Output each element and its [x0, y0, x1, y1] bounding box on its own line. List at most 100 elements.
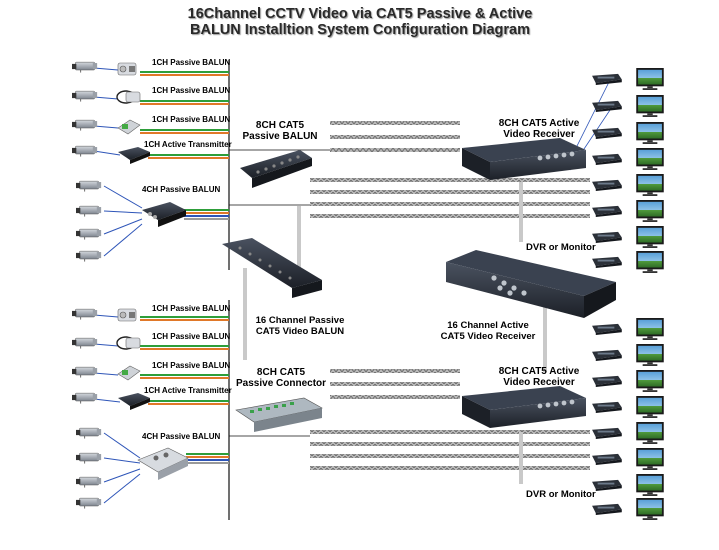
- label-connector-8ch-line1: 8CH CAT5: [256, 367, 306, 378]
- dvr-icon: [592, 323, 622, 335]
- connector-8ch-icon: [235, 397, 323, 432]
- camera-icon: [76, 476, 102, 488]
- monitor-icon: [636, 318, 664, 340]
- label-top-transmitter: 1CH Active Transmitter: [144, 140, 232, 149]
- passive-balun-8ch: [240, 150, 312, 188]
- monitors-bottom: [592, 318, 664, 520]
- dvr-icon: [592, 179, 622, 191]
- camera-icon: [72, 366, 98, 378]
- monitor-icon: [636, 174, 664, 196]
- balun-4ch-icon: [142, 202, 186, 227]
- dvr-icon: [592, 479, 622, 491]
- balun-icon: [117, 62, 137, 76]
- dvr-icon: [592, 427, 622, 439]
- camera-icon: [76, 228, 102, 240]
- dvr-icon: [592, 453, 622, 465]
- transmitter-icon: [118, 147, 150, 164]
- label-top-balun-1: 1CH Passive BALUN: [152, 58, 231, 67]
- label-bottom-dvr: DVR or Monitor: [526, 489, 596, 500]
- label-top-balun-3: 1CH Passive BALUN: [152, 115, 231, 124]
- diagram-title: 16Channel CCTV Video via CAT5 Passive & …: [160, 6, 560, 38]
- label-bottom-balun-1: 1CH Passive BALUN: [152, 304, 231, 313]
- camera-icon: [76, 180, 102, 192]
- transmitter-icon: [118, 393, 150, 410]
- dvr-icon: [592, 231, 622, 243]
- balun-icon: [117, 119, 141, 135]
- dvr-icon: [592, 375, 622, 387]
- label-top-receiver-line2: Video Receiver: [503, 129, 575, 140]
- dvr-icon: [592, 503, 622, 515]
- label-top-balun-2: 1CH Passive BALUN: [152, 86, 231, 95]
- label-bottom-receiver-line1: 8CH CAT5 Active: [498, 366, 580, 377]
- label-bottom-balun-3: 1CH Passive BALUN: [152, 361, 231, 370]
- label-active-16ch-line2: CAT5 Video Receiver: [440, 331, 536, 342]
- label-top-dvr: DVR or Monitor: [526, 242, 596, 253]
- label-bottom-balun-2: 1CH Passive BALUN: [152, 332, 231, 341]
- monitors-top: [592, 68, 664, 273]
- bottom-cat5-cables: [229, 369, 590, 484]
- monitor-icon: [636, 226, 664, 248]
- balun-4ch-icon: [137, 447, 189, 480]
- monitor-icon: [636, 200, 664, 222]
- monitor-icon: [636, 148, 664, 170]
- camera-icon: [72, 145, 98, 157]
- title-line-1: 16Channel CCTV Video via CAT5 Passive & …: [187, 6, 533, 22]
- monitor-icon: [636, 448, 664, 470]
- balun-icon: [117, 308, 137, 322]
- dvr-icon: [592, 205, 622, 217]
- monitor-icon: [636, 370, 664, 392]
- label-passive-8ch-line2: Passive BALUN: [242, 131, 318, 142]
- receiver-8ch-top: [462, 138, 586, 180]
- monitor-icon: [636, 498, 664, 520]
- monitor-icon: [636, 422, 664, 444]
- camera-icon: [76, 452, 102, 464]
- bottom-wires-1ch: [93, 314, 229, 405]
- dvr-icon: [592, 153, 622, 165]
- label-passive-16ch-line2: CAT5 Video BALUN: [255, 326, 345, 337]
- label-passive-8ch: 8CH CAT5 Passive BALUN: [238, 120, 322, 142]
- label-bottom-balun-4ch: 4CH Passive BALUN: [142, 432, 221, 441]
- top-wires-4ch: [103, 185, 229, 257]
- dvr-icon: [592, 127, 622, 139]
- receiver-8ch-bottom: [462, 386, 586, 428]
- label-bottom-receiver: 8CH CAT5 Active Video Receiver: [496, 366, 582, 388]
- label-active-16ch-line1: 16 Channel Active: [447, 320, 529, 331]
- top-wires-1ch: [93, 67, 229, 159]
- dvr-icon: [592, 100, 622, 112]
- monitor-icon: [636, 344, 664, 366]
- label-passive-8ch-line1: 8CH CAT5: [255, 120, 305, 131]
- camera-icon: [72, 61, 98, 73]
- monitor-icon: [636, 474, 664, 496]
- baluns-top: [116, 62, 186, 227]
- camera-icon: [72, 90, 98, 102]
- camera-icon: [72, 337, 98, 349]
- balun-icon: [116, 90, 141, 104]
- cameras-top: [72, 61, 102, 262]
- camera-icon: [72, 308, 98, 320]
- monitor-icon: [636, 122, 664, 144]
- baluns-bottom: [116, 308, 189, 480]
- label-top-receiver-line1: 8CH CAT5 Active: [498, 118, 580, 129]
- dvr-icon: [592, 349, 622, 361]
- dvr-icon: [592, 401, 622, 413]
- label-passive-16ch-line1: 16 Channel Passive: [255, 315, 345, 326]
- camera-icon: [76, 427, 102, 439]
- balun-icon: [117, 365, 141, 381]
- monitor-icon: [636, 396, 664, 418]
- cameras-bottom: [72, 308, 102, 509]
- monitor-icon: [636, 251, 664, 273]
- monitor-icon: [636, 95, 664, 117]
- camera-icon: [76, 205, 102, 217]
- label-top-balun-4ch: 4CH Passive BALUN: [142, 185, 221, 194]
- top-cat5-cables: [229, 121, 590, 372]
- label-bottom-transmitter: 1CH Active Transmitter: [144, 386, 232, 395]
- label-top-receiver: 8CH CAT5 Active Video Receiver: [496, 118, 582, 140]
- label-bottom-receiver-line2: Video Receiver: [503, 377, 575, 388]
- camera-icon: [76, 497, 102, 509]
- camera-icon: [72, 119, 98, 131]
- balun-icon: [116, 336, 141, 350]
- dvr-icon: [592, 73, 622, 85]
- monitor-icon: [636, 68, 664, 90]
- label-active-16ch: 16 Channel Active CAT5 Video Receiver: [436, 320, 540, 342]
